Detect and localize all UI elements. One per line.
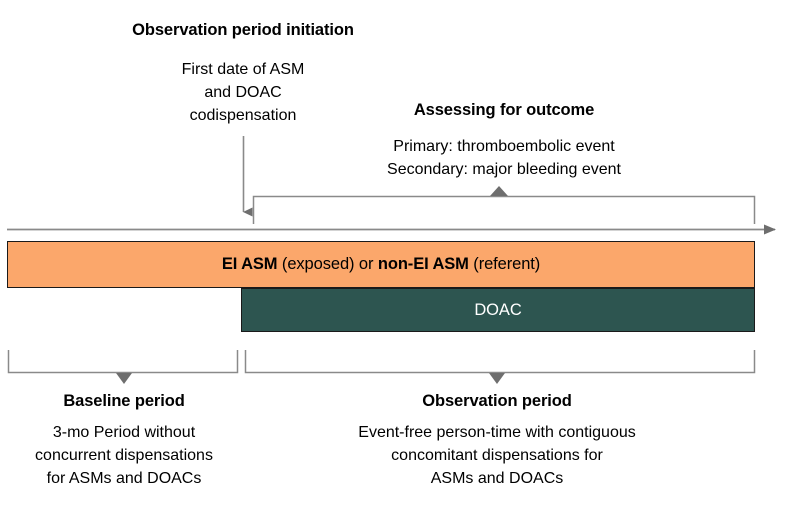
baseline-detail-line-3: for ASMs and DOACs bbox=[46, 470, 202, 487]
outcome-detail-line-2: Secondary: major bleeding event bbox=[387, 161, 621, 178]
doac-bar: DOAC bbox=[241, 288, 755, 332]
observation-period-title: Observation period bbox=[422, 392, 572, 410]
outcome-window-bracket bbox=[252, 186, 756, 224]
exposure-bar-label: EI ASM (exposed) or non-EI ASM (referent… bbox=[222, 255, 540, 274]
initiation-detail-line-2: and DOAC bbox=[204, 84, 282, 101]
doac-bar-label: DOAC bbox=[474, 300, 522, 319]
exposure-bar-label-bold-1: EI ASM bbox=[221, 255, 278, 273]
observation-detail-line-1: Event-free person-time with contiguous bbox=[358, 424, 636, 441]
observation-detail-line-3: ASMs and DOACs bbox=[430, 470, 564, 487]
assessing-for-outcome-title: Assessing for outcome bbox=[413, 101, 595, 119]
baseline-period-bracket bbox=[7, 350, 239, 384]
exposure-bar-label-plain-2: (referent) bbox=[468, 255, 541, 273]
exposure-bar-label-plain-1: (exposed) or bbox=[277, 255, 378, 273]
initiation-detail-line-1: First date of ASM bbox=[181, 61, 305, 78]
baseline-detail-line-2: concurrent dispensations bbox=[35, 447, 213, 464]
observation-period-initiation-title: Observation period initiation bbox=[132, 21, 354, 39]
exposure-bar-asm: EI ASM (exposed) or non-EI ASM (referent… bbox=[7, 241, 755, 288]
exposure-bar-label-bold-2: non-EI ASM bbox=[377, 255, 469, 273]
baseline-period-title: Baseline period bbox=[63, 392, 185, 410]
observation-period-bracket bbox=[244, 350, 756, 384]
observation-detail-line-2: concomitant dispensations for bbox=[391, 447, 603, 464]
outcome-detail-line-1: Primary: thromboembolic event bbox=[393, 138, 615, 155]
initiation-detail-line-3: codispensation bbox=[189, 107, 297, 124]
baseline-detail-line-1: 3-mo Period without bbox=[52, 424, 196, 441]
